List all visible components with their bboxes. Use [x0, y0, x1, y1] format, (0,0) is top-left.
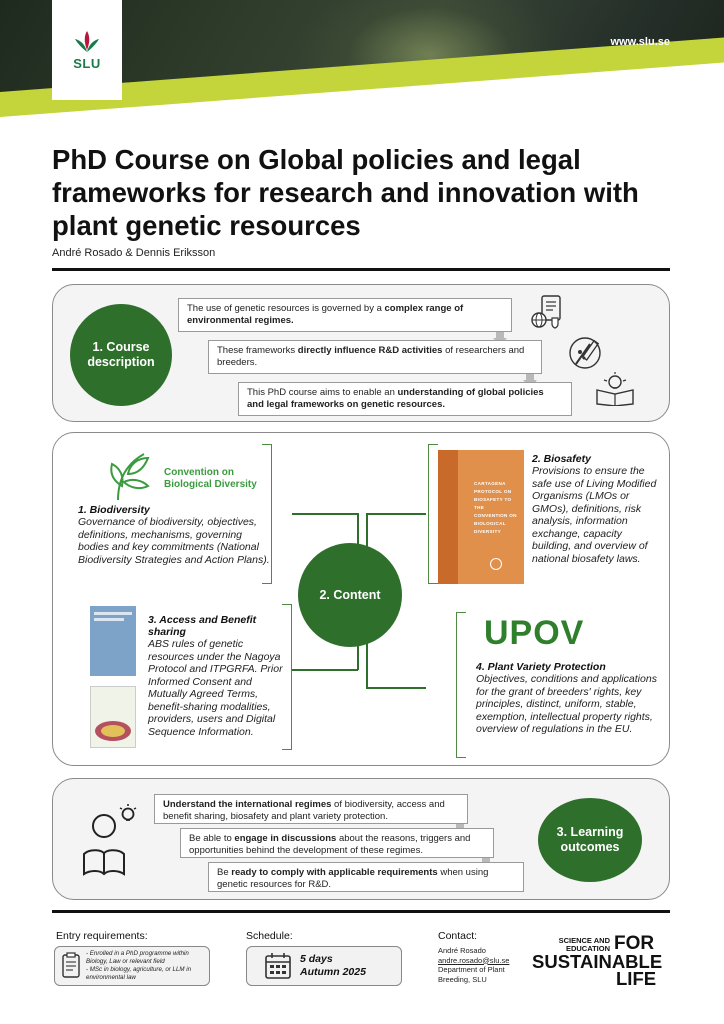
- pvp-heading: 4. Plant Variety Protection: [476, 661, 606, 673]
- connector-line: [357, 640, 359, 670]
- document-globe-icon: [531, 295, 561, 329]
- learning-step-1: Understand the international regimes of …: [154, 794, 468, 824]
- slu-logo[interactable]: SLU: [52, 0, 122, 100]
- slogan-logo: SCIENCE AND EDUCATION FOR SUSTAINABLE LI…: [532, 933, 663, 989]
- contact-name: André Rosado: [438, 946, 486, 955]
- connector-line: [292, 513, 358, 515]
- arrow-stem: [456, 824, 464, 830]
- bracket-right: [282, 604, 292, 750]
- bracket-left: [456, 612, 466, 758]
- biodiversity-block: 1. Biodiversity Governance of biodiversi…: [78, 504, 270, 566]
- connector-line: [357, 513, 359, 547]
- contact-email[interactable]: andre.rosado@slu.se: [438, 955, 510, 965]
- itpgrfa-cover: [90, 686, 136, 748]
- arrow-stem: [496, 332, 504, 338]
- cbd-leaf-icon: [110, 453, 150, 501]
- biosafety-block: 2. Biosafety Provisions to ensure the sa…: [532, 453, 660, 565]
- website-link[interactable]: www.slu.se: [610, 36, 670, 48]
- contact-label: Contact:: [438, 930, 478, 942]
- slu-leaf-icon: [75, 30, 99, 52]
- divider-bottom: [52, 910, 670, 913]
- abs-heading: 3. Access and Benefit sharing: [148, 614, 257, 638]
- book-lightbulb-icon: [596, 372, 634, 406]
- connector-line: [366, 640, 368, 688]
- pvp-text: Objectives, conditions and applications …: [476, 673, 657, 735]
- biodiversity-text: Governance of biodiversity, objectives, …: [78, 516, 270, 566]
- bracket-right: [262, 444, 272, 584]
- clipboard-icon: [62, 952, 80, 978]
- learning-step-2: Be able to engage in discussions about t…: [180, 828, 494, 858]
- connector-line: [292, 669, 358, 671]
- learning-step-3: Be ready to comply with applicable requi…: [208, 862, 524, 892]
- connector-line: [366, 687, 426, 689]
- authors: André Rosado & Dennis Eriksson: [52, 247, 216, 259]
- arrow-stem: [482, 858, 490, 864]
- course-description-circle: 1. Course description: [70, 304, 172, 406]
- learning-outcomes-circle: 3. Learning outcomes: [538, 798, 642, 882]
- biodiversity-heading: 1. Biodiversity: [78, 504, 150, 516]
- contact-department: Department of Plant Breeding, SLU: [438, 965, 505, 984]
- connector-line: [366, 513, 368, 547]
- header-banner: SLU www.slu.se: [0, 0, 724, 140]
- page-title: PhD Course on Global policies and legal …: [52, 144, 639, 241]
- connector-line: [366, 513, 426, 515]
- schedule-label: Schedule:: [246, 930, 293, 942]
- nagoya-protocol-cover: [90, 606, 136, 676]
- course-step-2: These frameworks directly influence R&D …: [208, 340, 542, 374]
- calendar-icon: [265, 953, 291, 979]
- un-emblem-icon: [490, 558, 502, 570]
- entry-requirements-list: - Enrolled in a PhD programme within Bio…: [86, 950, 192, 981]
- contact-details: André Rosado andre.rosado@slu.se Departm…: [438, 946, 538, 984]
- arrow-stem: [526, 374, 534, 380]
- course-step-3: This PhD course aims to enable an unders…: [238, 382, 572, 416]
- biosafety-heading: 2. Biosafety: [532, 453, 591, 465]
- divider-top: [52, 268, 670, 271]
- upov-logo: UPOV: [484, 614, 585, 652]
- content-circle: 2. Content: [298, 543, 402, 647]
- entry-requirements-label: Entry requirements:: [56, 930, 148, 942]
- abs-text: ABS rules of genetic resources under the…: [148, 638, 283, 738]
- bracket-left: [428, 444, 438, 584]
- schedule-details: 5 days Autumn 2025: [300, 953, 366, 978]
- entry-requirements-box: [54, 946, 210, 986]
- cartagena-protocol-cover: CARTAGENA PROTOCOL ON BIOSAFETY TO THE C…: [438, 450, 524, 584]
- cbd-logo-text: Convention on Biological Diversity: [164, 467, 257, 490]
- slu-logo-text: SLU: [73, 55, 101, 71]
- reader-lightbulb-icon: [83, 804, 137, 876]
- test-tube-microscope-icon: [569, 337, 601, 369]
- biosafety-text: Provisions to ensure the safe use of Liv…: [532, 465, 657, 565]
- abs-block: 3. Access and Benefit sharing ABS rules …: [148, 614, 288, 738]
- pvp-block: 4. Plant Variety Protection Objectives, …: [476, 661, 662, 736]
- course-step-1: The use of genetic resources is governed…: [178, 298, 512, 332]
